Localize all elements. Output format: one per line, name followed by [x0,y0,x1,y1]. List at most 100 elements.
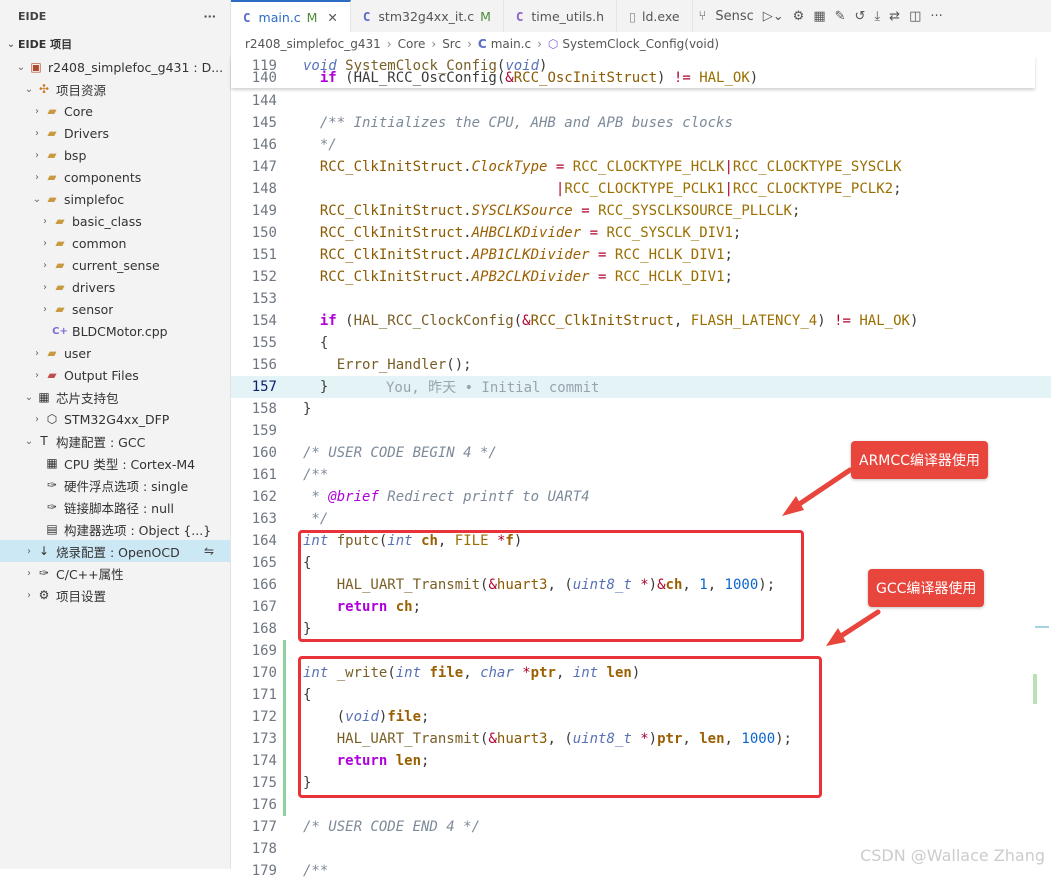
ellipsis-icon[interactable]: ··· [203,9,216,23]
code-line[interactable]: 176 [231,794,1051,816]
clean-icon[interactable]: ✎ [834,8,846,24]
code-line[interactable]: 168} [231,618,1051,640]
split-editor-icon[interactable]: ◫ [909,8,922,24]
code-line[interactable]: 167 return ch; [231,596,1051,618]
tree-item[interactable]: ›▰user [0,342,230,364]
tree-item[interactable]: ›⬡STM32G4xx_DFP [0,408,230,430]
code-line[interactable]: 151 RCC_ClkInitStruct.APB1CLKDivider = R… [231,244,1051,266]
tab-time-utils-h[interactable]: C time_utils.h [504,0,618,32]
code-line[interactable]: 156 Error_Handler(); [231,354,1051,376]
code-line[interactable]: 175} [231,772,1051,794]
breadcrumb-project[interactable]: r2408_simplefoc_g431 [245,37,381,51]
code-line[interactable]: 171{ [231,684,1051,706]
tree-item[interactable]: ›↓烧录配置 : OpenOCD⇋ [0,540,230,562]
code-line[interactable]: 172 (void)file; [231,706,1051,728]
compare-icon[interactable]: ⇄ [889,8,901,24]
code-line[interactable]: 158} [231,398,1051,420]
line-number: 168 [251,621,277,637]
tree-item[interactable]: ✑硬件浮点选项 : single [0,474,230,496]
source-control-icon[interactable]: ⑂ [698,8,707,24]
tree-item[interactable]: ›▰bsp [0,144,230,166]
code-line[interactable]: 152 RCC_ClkInitStruct.APB2CLKDivider = R… [231,266,1051,288]
code-line[interactable]: 145 /** Initializes the CPU, AHB and APB… [231,112,1051,134]
editor-tab-bar: C main.c M ✕ C stm32g4xx_it.c M C time_u… [231,0,1051,33]
close-icon[interactable]: ✕ [327,9,338,25]
code-line[interactable]: 162 * @brief Redirect printf to UART4 [231,486,1051,508]
code-line[interactable]: 154 if (HAL_RCC_ClockConfig(&RCC_ClkInit… [231,310,1051,332]
section-eide-project[interactable]: ⌄ EIDE 项目 [0,32,230,56]
tree-item[interactable]: ›▰Output Files [0,364,230,386]
code-line[interactable]: 169 [231,640,1051,662]
build-icon[interactable]: ▦ [813,8,826,24]
code-line[interactable]: 150 RCC_ClkInitStruct.AHBCLKDivider = RC… [231,222,1051,244]
more-actions-icon[interactable]: ··· [930,8,943,24]
tab-main-c[interactable]: C main.c M ✕ [231,0,351,32]
breadcrumb-core[interactable]: Core [397,37,426,51]
tree-item[interactable]: ›▰basic_class [0,210,230,232]
code-line[interactable]: 148 |RCC_CLOCKTYPE_PCLK1|RCC_CLOCKTYPE_P… [231,178,1051,200]
history-icon[interactable]: ↺ [854,8,866,24]
breadcrumb-file[interactable]: main.c [490,37,532,51]
code-line[interactable]: 153 [231,288,1051,310]
tree-item[interactable]: ✑链接脚本路径 : null [0,496,230,518]
code-text: HAL_UART_Transmit(&huart3, (uint8_t *)&c… [336,577,776,593]
code-line[interactable]: 159 [231,420,1051,442]
tree-item-label: common [72,235,127,251]
toolbar-label[interactable]: Sensc [715,8,754,24]
tree-item[interactable]: ⌄▦芯片支持包 [0,386,230,408]
code-line[interactable]: 161/** [231,464,1051,486]
breadcrumb-src[interactable]: Src [442,37,462,51]
tree-item[interactable]: ⌄✣项目资源 [0,78,230,100]
code-line[interactable]: 174 return len; [231,750,1051,772]
chevron-right-icon: › [35,171,39,183]
code-line[interactable]: 166 HAL_UART_Transmit(&huart3, (uint8_t … [231,574,1051,596]
run-icon[interactable]: ▷⌄ [762,8,784,24]
tree-item[interactable]: ›▰sensor [0,298,230,320]
chevron-right-icon: › [35,149,39,161]
code-line[interactable]: 155 { [231,332,1051,354]
tree-item[interactable]: ›⚙项目设置 [0,584,230,606]
line-number: 178 [251,841,277,857]
tree-item[interactable]: ›▰common [0,232,230,254]
download-icon[interactable]: ⤓ [874,8,881,24]
code-line[interactable]: 140 if (HAL_RCC_OscConfig(&RCC_OscInitSt… [231,67,1035,88]
tree-item[interactable]: ›▰current_sense [0,254,230,276]
tree-item-label: user [64,345,92,361]
code-line[interactable]: 144 [231,90,1051,112]
gear-icon: ⚙ [38,588,50,602]
line-number: 153 [251,291,277,307]
tree-item[interactable]: ›▰drivers [0,276,230,298]
code-line[interactable]: 173 HAL_UART_Transmit(&huart3, (uint8_t … [231,728,1051,750]
code-line[interactable]: 165{ [231,552,1051,574]
tree-item[interactable]: ›✑C/C++属性 [0,562,230,584]
code-line[interactable]: 146 */ [231,134,1051,156]
swap-icon[interactable]: ⇋ [203,544,214,558]
breadcrumb-symbol[interactable]: SystemClock_Config(void) [562,37,720,51]
tree-item[interactable]: ▤构建器选项 : Object {...} [0,518,230,540]
tab-stm32g4xx-it-c[interactable]: C stm32g4xx_it.c M [351,0,504,32]
code-line[interactable]: 177/* USER CODE END 4 */ [231,816,1051,838]
tree-item[interactable]: ›▰components [0,166,230,188]
gear-icon[interactable]: ⚙ [792,8,805,24]
tree-item[interactable]: C+BLDCMotor.cpp [0,320,230,342]
code-line[interactable]: 178 [231,838,1051,860]
line-number: 149 [251,203,277,219]
tab-ld-exe[interactable]: ▯ ld.exe [617,0,693,32]
code-line[interactable]: 147 RCC_ClkInitStruct.ClockType = RCC_CL… [231,156,1051,178]
line-number: 157 [251,379,277,395]
tree-item[interactable]: ›▰Drivers [0,122,230,144]
tree-item[interactable]: ⌄▰simplefoc [0,188,230,210]
code-line[interactable]: 157 }You, 昨天 • Initial commit [231,376,1051,398]
code-line[interactable]: 160/* USER CODE BEGIN 4 */ [231,442,1051,464]
line-number: 179 [251,863,277,879]
tree-item[interactable]: ›▰Core [0,100,230,122]
code-line[interactable]: 163 */ [231,508,1051,530]
tree-item[interactable]: ⌄▣r2408_simplefoc_g431 : D... [0,56,230,78]
tree-item[interactable]: ▦CPU 类型 : Cortex-M4 [0,452,230,474]
code-line[interactable]: 149 RCC_ClkInitStruct.SYSCLKSource = RCC… [231,200,1051,222]
